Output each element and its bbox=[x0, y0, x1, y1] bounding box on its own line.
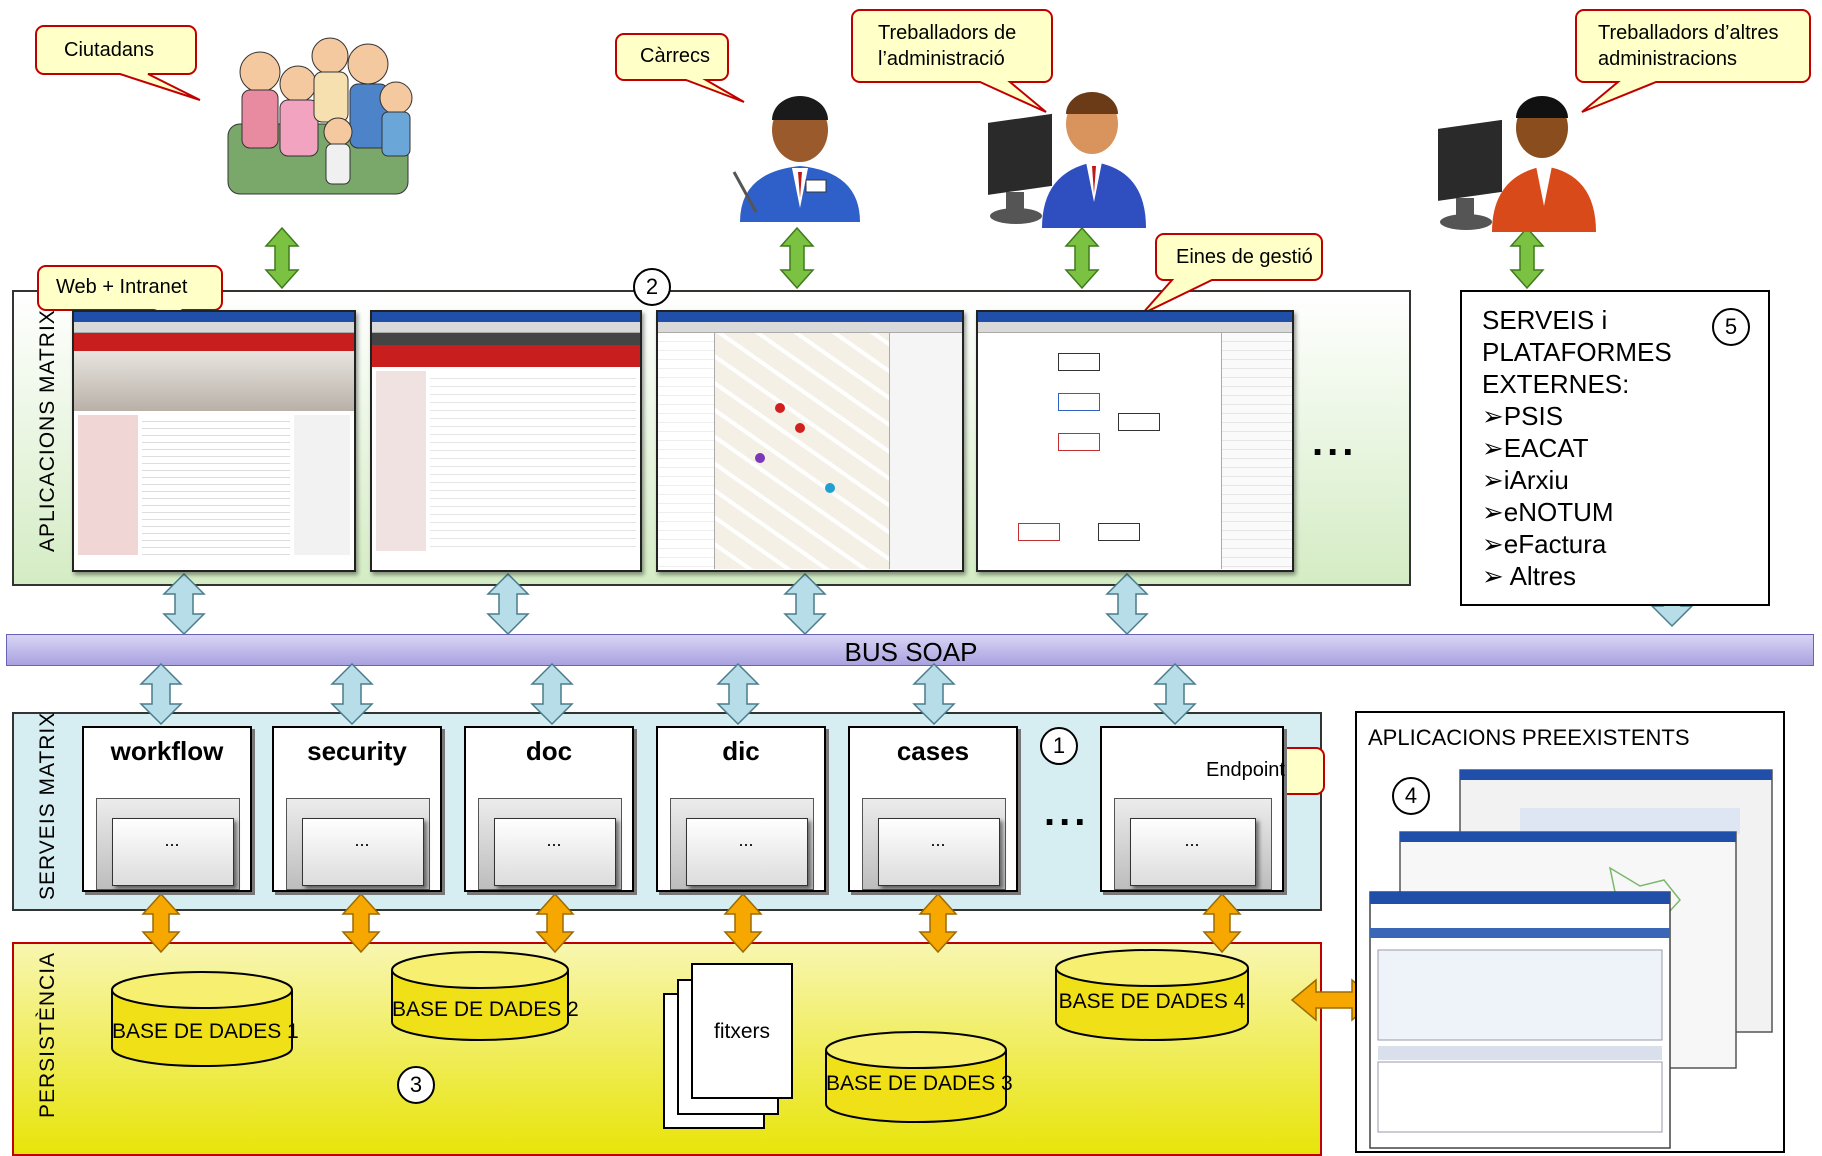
blue-arrow-svc-4 bbox=[717, 663, 759, 725]
citizens-family-illustration bbox=[227, 37, 413, 195]
external-line-2: PLATAFORMES bbox=[1482, 337, 1672, 367]
blue-arrow-svc-1 bbox=[140, 663, 182, 725]
callout-eines-gestio bbox=[1141, 233, 1323, 315]
db1-cylinder bbox=[111, 971, 293, 1067]
service-workflow: workflow ... bbox=[82, 726, 252, 892]
service-title: security bbox=[307, 736, 407, 766]
blue-arrow-app-2 bbox=[487, 573, 529, 635]
marker-3: 3 bbox=[397, 1066, 435, 1104]
external-services-box: SERVEIS i PLATAFORMES EXTERNES: ➢PSIS ➢E… bbox=[1460, 290, 1770, 606]
external-eacat: ➢EACAT bbox=[1482, 433, 1589, 463]
service-cases: cases ... bbox=[848, 726, 1018, 892]
blue-arrow-app-3 bbox=[784, 573, 826, 635]
external-enotum: ➢eNOTUM bbox=[1482, 497, 1614, 527]
green-arrow-ciutadans bbox=[265, 227, 299, 289]
db4-cylinder bbox=[1055, 949, 1249, 1041]
treballador-altres-icon bbox=[1438, 96, 1596, 232]
service-inner: ... bbox=[1184, 830, 1200, 850]
blue-arrow-svc-6 bbox=[1154, 663, 1196, 725]
db3-label: BASE DE DADES 3 bbox=[826, 1072, 1013, 1095]
service-title: cases bbox=[896, 736, 970, 766]
callout-treballadors-admin-line1: Treballadors de bbox=[878, 22, 1017, 44]
callout-eines-gestio-text: Eines de gestió bbox=[1176, 246, 1313, 268]
service-title: dic bbox=[722, 736, 760, 766]
app-screenshot-workflow bbox=[976, 310, 1294, 572]
app-screenshot-web bbox=[72, 310, 356, 572]
callout-treballadors-altres-line2: administracions bbox=[1598, 48, 1737, 70]
bus-soap-label: BUS SOAP bbox=[844, 637, 978, 667]
db2-label: BASE DE DADES 2 bbox=[392, 998, 579, 1021]
db4-label: BASE DE DADES 4 bbox=[1058, 990, 1246, 1013]
service-inner: ... bbox=[930, 830, 946, 850]
external-psis: ➢PSIS bbox=[1482, 401, 1564, 431]
db3-cylinder bbox=[825, 1031, 1007, 1123]
files-label: fitxers bbox=[713, 1020, 770, 1043]
callout-carrecs-text: Càrrecs bbox=[640, 45, 711, 67]
external-line-1: SERVEIS i bbox=[1482, 305, 1608, 335]
files-stack bbox=[663, 963, 793, 1129]
callout-ciutadans-text: Ciutadans bbox=[64, 39, 155, 61]
blue-arrow-svc-5 bbox=[913, 663, 955, 725]
service-inner: ... bbox=[354, 830, 370, 850]
callout-endpoint-text: Endpoint bbox=[1206, 759, 1285, 781]
blue-arrow-svc-2 bbox=[331, 663, 373, 725]
service-doc: doc ... bbox=[464, 726, 634, 892]
service-title: workflow bbox=[110, 736, 224, 766]
service-title: doc bbox=[525, 736, 573, 766]
app-screenshot-intranet bbox=[370, 310, 642, 572]
marker-2: 2 bbox=[633, 268, 671, 306]
orange-arrow-4 bbox=[724, 893, 762, 953]
external-efactura: ➢eFactura bbox=[1482, 529, 1607, 559]
app-screenshot-gis bbox=[656, 310, 964, 572]
legacy-screens bbox=[1369, 769, 1773, 1149]
orange-arrow-6 bbox=[1203, 893, 1241, 953]
services-ellipsis: ... bbox=[1044, 790, 1090, 834]
green-arrow-carrecs bbox=[780, 227, 814, 289]
external-line-3: EXTERNES: bbox=[1482, 369, 1630, 399]
green-arrow-altres bbox=[1510, 227, 1544, 289]
callout-carrecs bbox=[615, 33, 745, 103]
service-security: security ... bbox=[272, 726, 442, 892]
callout-treballadors-admin bbox=[851, 9, 1053, 113]
marker-5: 5 bbox=[1712, 308, 1750, 346]
apps-ellipsis: ... bbox=[1312, 420, 1358, 464]
orange-arrow-3 bbox=[536, 893, 574, 953]
db1-label: BASE DE DADES 1 bbox=[112, 1020, 299, 1043]
blue-arrow-app-4 bbox=[1106, 573, 1148, 635]
callout-treballadors-altres bbox=[1575, 9, 1811, 113]
callout-web-intranet-text: Web + Intranet bbox=[56, 276, 188, 298]
db2-cylinder bbox=[391, 951, 569, 1041]
marker-1: 1 bbox=[1040, 727, 1078, 765]
service-dic: dic ... bbox=[656, 726, 826, 892]
orange-arrow-1 bbox=[142, 893, 180, 953]
bus-soap bbox=[6, 634, 1814, 666]
marker-4: 4 bbox=[1392, 777, 1430, 815]
service-inner: ... bbox=[546, 830, 562, 850]
service-inner: ... bbox=[164, 830, 180, 850]
orange-arrow-5 bbox=[919, 893, 957, 953]
orange-arrow-2 bbox=[342, 893, 380, 953]
preexistents-title: APLICACIONS PREEXISTENTS bbox=[1368, 725, 1690, 750]
external-altres: ➢ Altres bbox=[1482, 561, 1577, 591]
blue-arrow-app-1 bbox=[163, 573, 205, 635]
carrecs-person-icon bbox=[732, 96, 860, 222]
service-generic: ... bbox=[1100, 726, 1284, 892]
callout-treballadors-altres-line1: Treballadors d’altres bbox=[1598, 22, 1779, 44]
service-inner: ... bbox=[738, 830, 754, 850]
treballador-admin-icon bbox=[988, 92, 1146, 228]
callout-treballadors-admin-line2: l’administració bbox=[878, 48, 1005, 70]
blue-arrow-svc-3 bbox=[531, 663, 573, 725]
callout-ciutadans bbox=[35, 25, 201, 101]
green-arrow-treballadors bbox=[1065, 227, 1099, 289]
external-iarxiu: ➢iArxiu bbox=[1482, 465, 1569, 495]
